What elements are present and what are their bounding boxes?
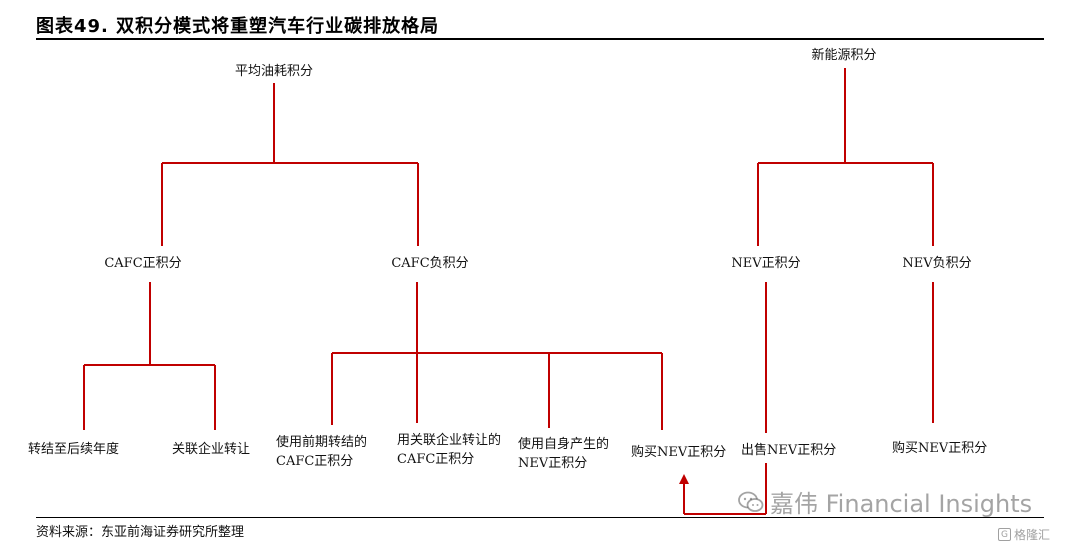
node-cafc-negative: CAFC负积分 (391, 256, 469, 271)
node-buy-nev-positive: 购买NEV正积分 (631, 445, 727, 460)
footer-rule (36, 517, 1044, 518)
node-use-prior-carryover: 使用前期转结的 CAFC正积分 (276, 433, 367, 471)
source-note: 资料来源：东亚前海证券研究所整理 (36, 525, 245, 540)
node-use-own-nev: 使用自身产生的 NEV正积分 (518, 435, 609, 473)
node-buy-nev-positive-2: 购买NEV正积分 (892, 441, 988, 456)
page-title: 图表49. 双积分模式将重塑汽车行业碳排放格局 (36, 16, 440, 37)
node-sell-nev-positive: 出售NEV正积分 (741, 443, 837, 458)
node-line: 用关联企业转让的 (397, 433, 502, 448)
arrowhead-icon (679, 474, 689, 484)
node-nev-positive: NEV正积分 (731, 256, 801, 271)
watermark-text: 嘉伟 Financial Insights (770, 490, 1033, 518)
wechat-icon (738, 491, 764, 512)
node-line: CAFC正积分 (397, 452, 475, 467)
node-cafc-positive: CAFC正积分 (104, 256, 182, 271)
node-nev-negative: NEV负积分 (902, 256, 972, 271)
corner-logo: G 格隆汇 (998, 526, 1050, 543)
node-nev-root: 新能源积分 (811, 48, 877, 63)
node-carry-forward: 转结至后续年度 (28, 442, 120, 457)
node-line: CAFC正积分 (276, 454, 354, 469)
node-use-affiliate-transfer: 用关联企业转让的 CAFC正积分 (397, 431, 501, 469)
node-line: NEV正积分 (518, 456, 588, 471)
node-cafc-root: 平均油耗积分 (234, 64, 314, 79)
corner-logo-text: 格隆汇 (1014, 528, 1051, 542)
node-line: 使用自身产生的 (518, 437, 610, 452)
node-line: 使用前期转结的 (276, 435, 368, 450)
gelonghui-logo-icon: G (998, 528, 1011, 541)
title-rule (36, 38, 1044, 40)
node-affiliate-transfer: 关联企业转让 (172, 442, 251, 457)
watermark: 嘉伟 Financial Insights (738, 484, 1032, 519)
